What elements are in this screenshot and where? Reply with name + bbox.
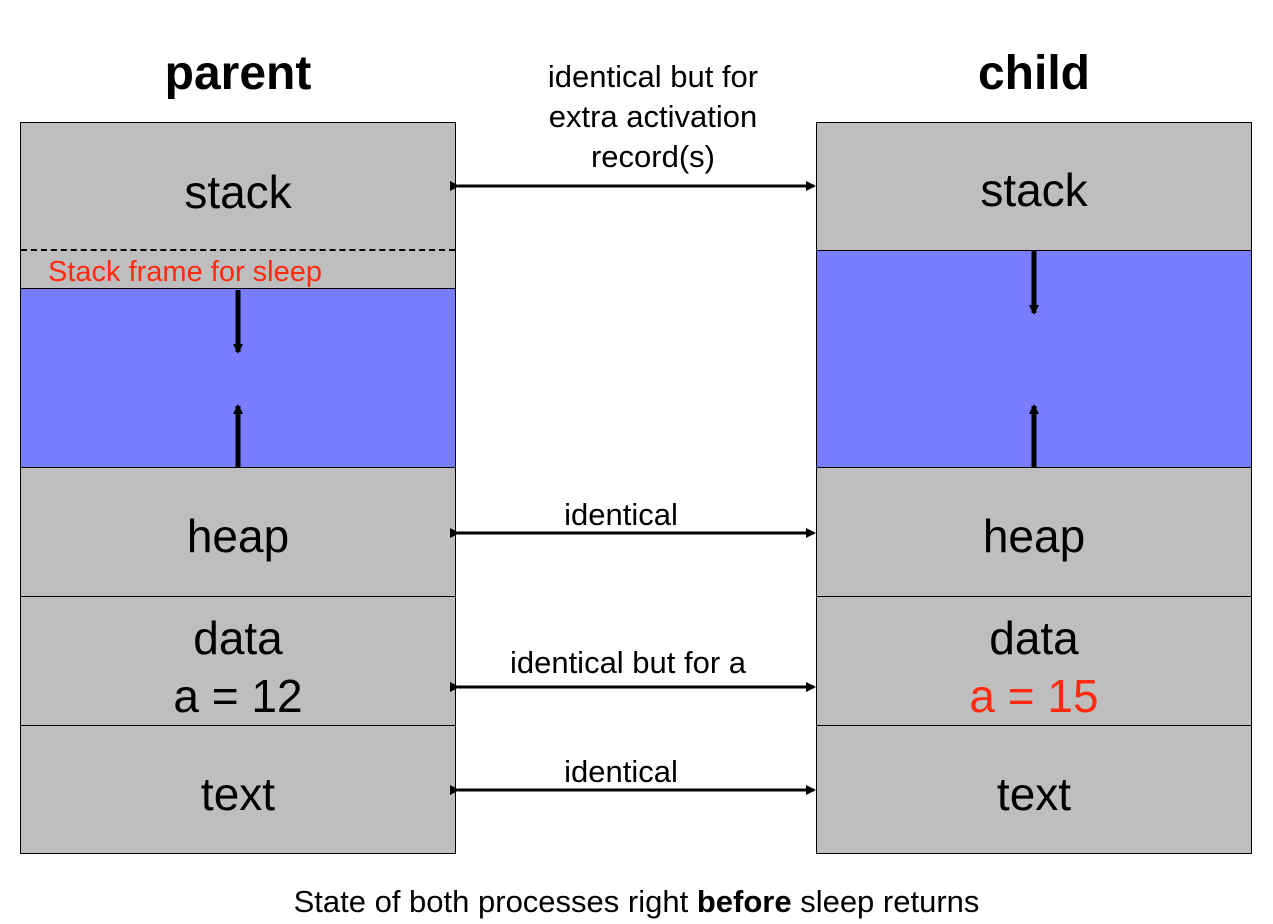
child-stack-label: stack xyxy=(980,164,1088,216)
parent-text-segment: text xyxy=(20,725,456,854)
parent-stack-label: stack xyxy=(184,166,292,218)
figure-caption: State of both processes right before sle… xyxy=(0,884,1273,920)
child-text-segment: text xyxy=(816,725,1252,854)
parent-stack-segment: stack Stack frame for sleep xyxy=(20,122,456,290)
stack-relation-label: identical but for extra activation recor… xyxy=(547,59,759,174)
text-relation-label: identical xyxy=(564,754,678,789)
caption-emphasis: before xyxy=(696,884,792,919)
child-text-label: text xyxy=(996,768,1072,820)
child-data-label: data xyxy=(989,612,1079,664)
sleep-stack-frame-label: Stack frame for sleep xyxy=(48,256,322,288)
parent-title: parent xyxy=(164,47,312,100)
data-relation-label: identical but for a xyxy=(509,645,747,680)
heap-relation-label: identical xyxy=(564,497,678,532)
parent-address-space: stack Stack frame for sleep heap data a … xyxy=(20,122,456,854)
child-title: child xyxy=(977,47,1090,100)
child-address-space: stack heap data a = 15 text xyxy=(816,122,1252,854)
caption-text-before: State of both processes right xyxy=(293,884,697,919)
parent-data-label: data xyxy=(193,612,283,664)
parent-heap-label: heap xyxy=(186,510,290,562)
child-data-segment: data a = 15 xyxy=(816,596,1252,726)
child-heap-segment: heap xyxy=(816,467,1252,597)
parent-data-value: a = 12 xyxy=(173,670,303,722)
parent-text-label: text xyxy=(200,768,276,820)
child-heap-label: heap xyxy=(982,510,1086,562)
child-stack-segment: stack xyxy=(816,122,1252,252)
child-data-value: a = 15 xyxy=(969,670,1099,722)
parent-data-segment: data a = 12 xyxy=(20,596,456,726)
caption-text-after: sleep returns xyxy=(791,884,980,919)
stack-frame-divider xyxy=(21,249,455,251)
